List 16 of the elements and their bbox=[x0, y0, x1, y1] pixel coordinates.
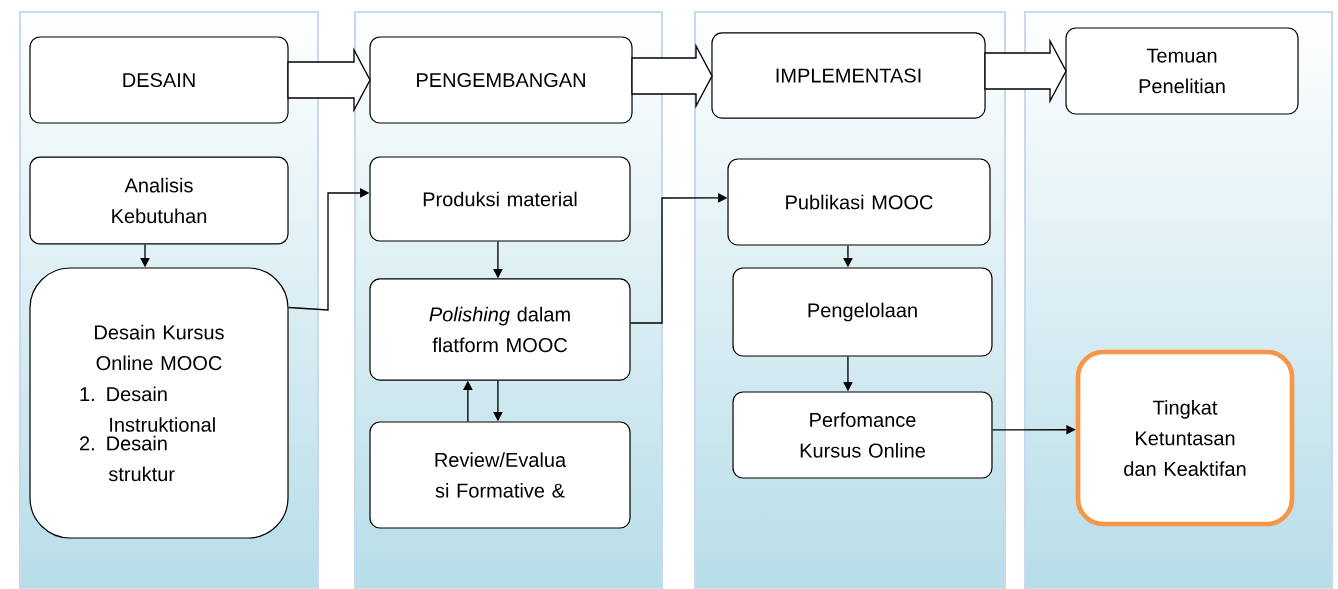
process-box: PENGEMBANGAN bbox=[369, 36, 633, 124]
process-box: Pengelolaan bbox=[732, 267, 993, 357]
block-arrow bbox=[287, 47, 371, 113]
process-box: Analisis Kebutuhan bbox=[29, 156, 289, 245]
block-arrow bbox=[984, 38, 1067, 104]
process-box: Polishing dalam flatform MOOC bbox=[369, 278, 631, 381]
process-box: Publikasi MOOC bbox=[727, 158, 991, 246]
process-box: DESAIN bbox=[29, 36, 289, 124]
block-arrow bbox=[631, 43, 713, 109]
process-box: Temuan Penelitian bbox=[1065, 27, 1299, 115]
process-box: Perfomance Kursus Online bbox=[732, 391, 993, 479]
process-box: IMPLEMENTASI bbox=[711, 32, 986, 119]
process-box: Tingkat Ketuntasan dan Keaktifan bbox=[1075, 349, 1295, 527]
process-box: Produksi material bbox=[369, 156, 631, 242]
process-box: Desain Kursus Online MOOC 1. Desain Instruktional 2. Desain struktur bbox=[29, 267, 289, 539]
process-box: Review/Evalua si Formative & bbox=[369, 421, 631, 529]
